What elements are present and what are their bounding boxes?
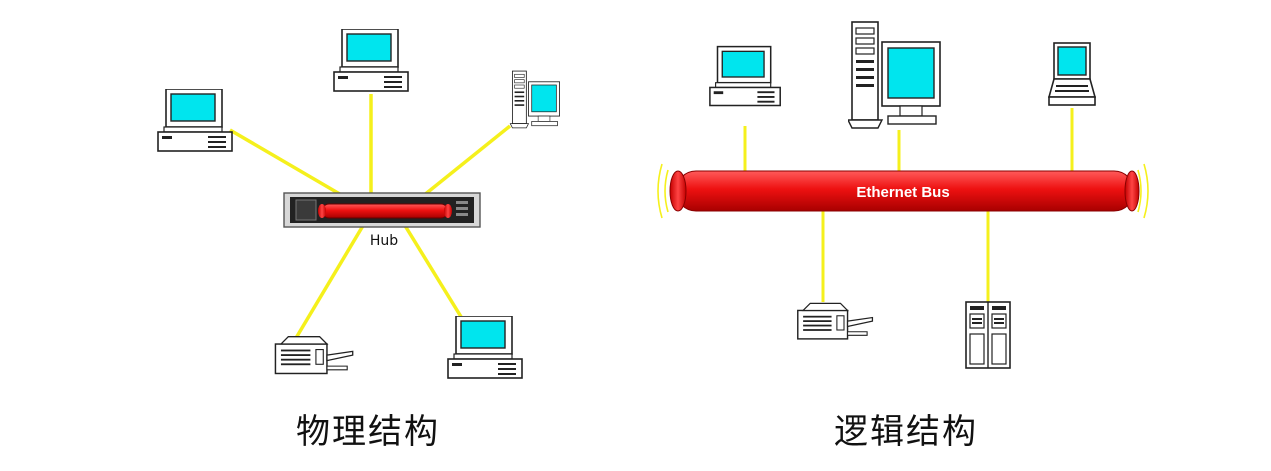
- laptop-icon: [1048, 42, 1096, 106]
- link-hub-desktop-bottom-right: [402, 223, 465, 321]
- link-hub-tower-right: [416, 124, 512, 202]
- link-hub-desktop-left: [229, 128, 351, 202]
- desktop-icon: [333, 29, 409, 92]
- printer-icon: [274, 335, 354, 375]
- desktop-icon: [157, 89, 233, 152]
- desktop-icon: [708, 45, 782, 107]
- tower-pc-icon: [848, 21, 941, 129]
- link-hub-printer: [294, 223, 366, 339]
- physical-structure: Hub: [157, 29, 561, 379]
- desktop-icon: [447, 316, 523, 379]
- star-links: [229, 94, 512, 339]
- printer-icon: [797, 302, 874, 340]
- bus-label: Ethernet Bus: [856, 184, 949, 201]
- bus-terminator-left: [657, 163, 669, 219]
- hub-label: Hub: [370, 233, 398, 249]
- physical-structure-caption: 物理结构: [296, 412, 440, 452]
- bus-terminator-right: [1137, 163, 1149, 219]
- bus-links: [743, 108, 1074, 304]
- logical-structure: Ethernet Bus: [657, 21, 1149, 369]
- hub-icon: [283, 192, 481, 228]
- ethernet-bus: Ethernet Bus: [657, 163, 1149, 219]
- tower-pc-icon: [509, 70, 561, 129]
- server-icon: [965, 301, 1011, 369]
- logical-structure-caption: 逻辑结构: [834, 412, 978, 452]
